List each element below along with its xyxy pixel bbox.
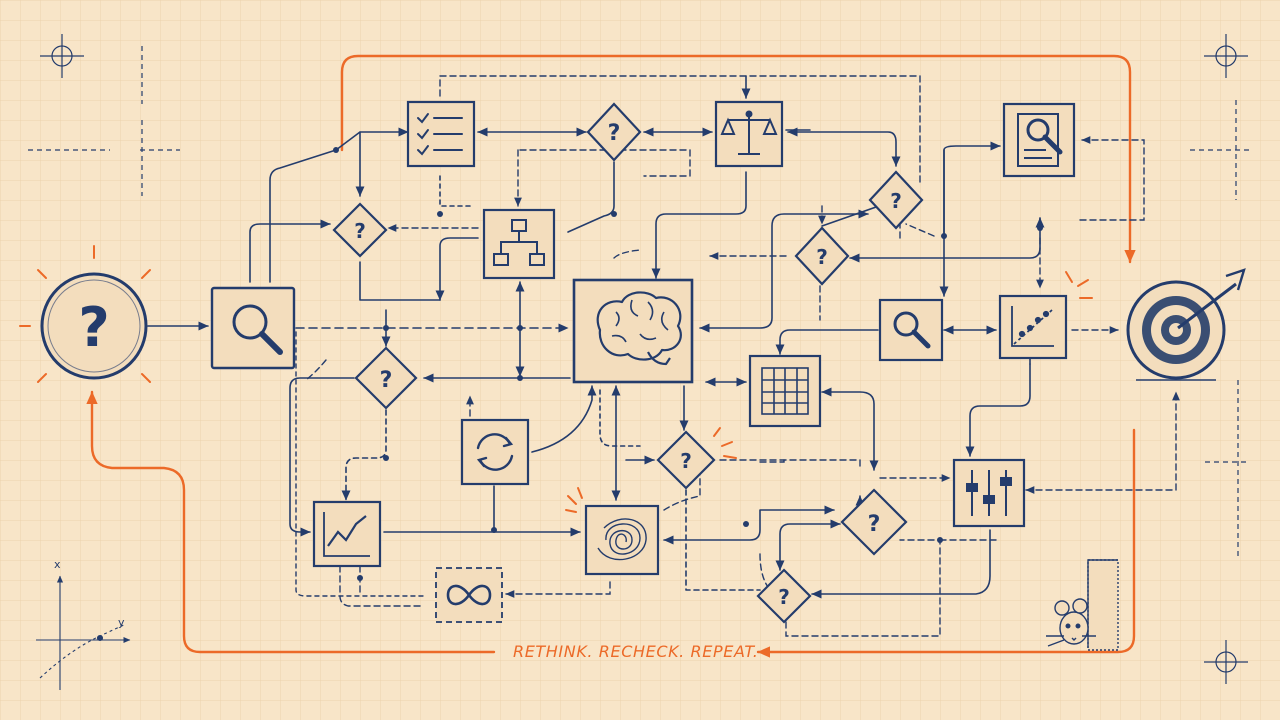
search-box-main (210, 286, 296, 370)
spark-marks (713, 427, 737, 459)
question-diamond-icon: ? (778, 585, 790, 609)
balance-box (714, 100, 784, 168)
question-diamond-icon: ? (680, 449, 692, 473)
loop-caption: RETHINK. RECHECK. REPEAT. (513, 642, 759, 661)
hierarchy-box (482, 208, 556, 280)
tangle-box (565, 487, 660, 576)
registration-marks (28, 34, 1250, 684)
axis-y-label: y (118, 616, 125, 629)
question-diamond-icon: ? (890, 189, 902, 213)
brain-box (572, 278, 694, 384)
decision-7 (840, 488, 908, 556)
grid-table-icon (761, 367, 809, 415)
balance-scale-icon (720, 110, 778, 155)
trend-box (312, 500, 382, 568)
decision-1 (586, 102, 642, 162)
search-box-small (878, 298, 944, 362)
decision-5 (354, 346, 418, 410)
axis-x-label: x (54, 558, 61, 571)
checklist-box (406, 100, 476, 168)
magnifier-icon (232, 304, 283, 355)
question-diamond-icon: ? (816, 245, 828, 269)
refresh-cycle-icon (476, 433, 514, 471)
decision-3 (868, 170, 924, 230)
scatter-box (998, 294, 1068, 360)
scatter-plot-icon (1011, 306, 1054, 347)
question-diamond-icon: ? (354, 219, 366, 243)
decision-6 (656, 430, 716, 490)
org-chart-icon (493, 219, 545, 266)
junction-dots (333, 147, 1043, 581)
goal-node (1065, 268, 1246, 381)
matrix-box (748, 354, 822, 428)
document-search-box (1002, 102, 1076, 178)
checklist-icon (417, 113, 463, 156)
start-node: ? (19, 245, 151, 383)
decision-nodes (332, 102, 924, 624)
decision-labels: ? ? ? ? ? ? ? ? (354, 121, 902, 609)
decision-8 (756, 568, 812, 624)
infinity-icon (446, 584, 492, 606)
brain-icon (596, 291, 682, 366)
tangled-scribble-icon (597, 518, 647, 561)
loop-box (435, 567, 503, 623)
question-diamond-icon: ? (608, 121, 621, 146)
decision-2 (332, 202, 388, 258)
decision-4 (794, 226, 850, 286)
axis-sketch (36, 575, 131, 690)
sliders-icon (966, 470, 1012, 516)
question-mark-icon: ? (78, 296, 109, 359)
target-with-arrow-icon (1126, 268, 1246, 381)
document-magnifier-icon (1017, 113, 1063, 167)
feedback-loop (86, 54, 1136, 658)
cycle-box (460, 418, 530, 486)
line-chart-icon (323, 512, 370, 557)
sliders-box (952, 458, 1026, 528)
question-diamond-icon: ? (380, 368, 393, 393)
magnifier-icon (893, 311, 931, 349)
question-diamond-icon: ? (868, 512, 881, 537)
mouse-icon (1046, 559, 1119, 651)
